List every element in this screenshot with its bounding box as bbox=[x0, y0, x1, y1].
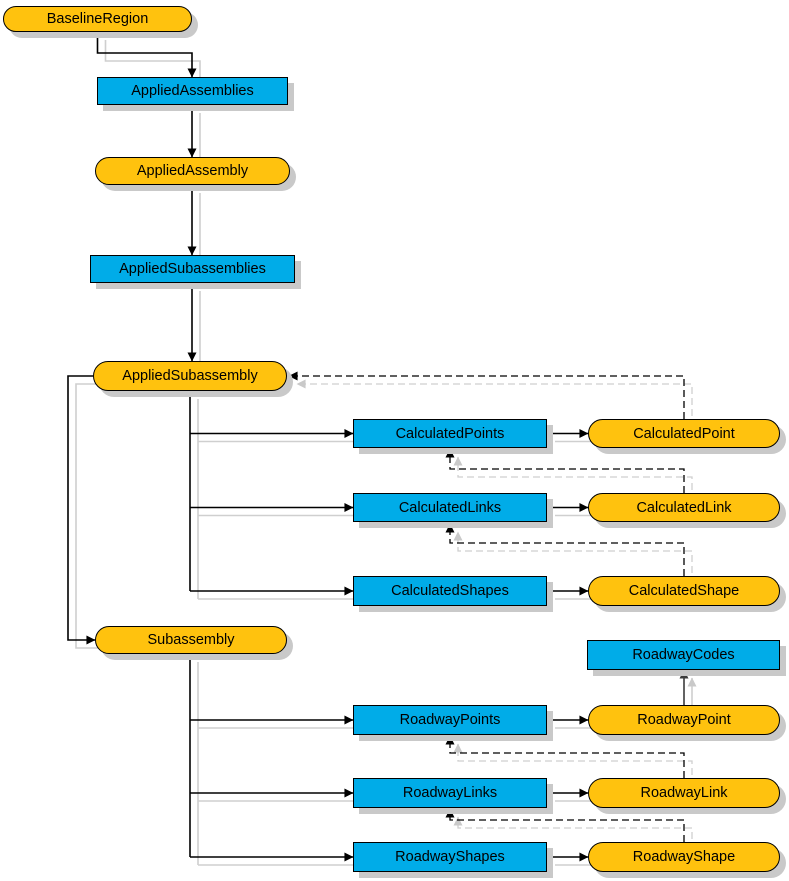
node-roadway-shape[interactable]: RoadwayShape bbox=[588, 842, 780, 872]
edge-calculatedshape-calculatedlinks-dashed bbox=[445, 523, 685, 576]
node-subassembly[interactable]: Subassembly bbox=[95, 626, 287, 654]
edge-roadwayshape-roadwaylinks-dashed bbox=[445, 808, 685, 842]
node-roadway-shapes[interactable]: RoadwayShapes bbox=[353, 842, 547, 872]
edge-appliedsubassembly-subassembly bbox=[67, 375, 96, 645]
node-applied-assembly[interactable]: AppliedAssembly bbox=[95, 157, 290, 185]
node-calculated-point[interactable]: CalculatedPoint bbox=[588, 419, 780, 448]
node-roadway-points[interactable]: RoadwayPoints bbox=[353, 705, 547, 735]
node-applied-subassemblies[interactable]: AppliedSubassemblies bbox=[90, 255, 295, 283]
node-applied-subassembly[interactable]: AppliedSubassembly bbox=[93, 361, 287, 391]
edge-calculatedlink-calculatedpoints-dashed bbox=[445, 448, 685, 493]
node-calculated-link[interactable]: CalculatedLink bbox=[588, 493, 780, 522]
node-applied-assemblies[interactable]: AppliedAssemblies bbox=[97, 77, 288, 105]
edge-baselineregion-appliedassemblies bbox=[96, 32, 197, 78]
edge-calculatedpoint-appliedsubassembly-dashed bbox=[288, 371, 685, 419]
edge-roadwaylink-roadwaypoints-dashed bbox=[445, 735, 685, 778]
node-roadway-codes[interactable]: RoadwayCodes bbox=[587, 640, 780, 670]
node-baseline-region[interactable]: BaselineRegion bbox=[3, 6, 192, 32]
node-calculated-links[interactable]: CalculatedLinks bbox=[353, 493, 547, 522]
node-roadway-point[interactable]: RoadwayPoint bbox=[588, 705, 780, 735]
node-calculated-shape[interactable]: CalculatedShape bbox=[588, 576, 780, 606]
node-calculated-points[interactable]: CalculatedPoints bbox=[353, 419, 547, 448]
node-calculated-shapes[interactable]: CalculatedShapes bbox=[353, 576, 547, 606]
node-roadway-links[interactable]: RoadwayLinks bbox=[353, 778, 547, 808]
node-roadway-link[interactable]: RoadwayLink bbox=[588, 778, 780, 808]
